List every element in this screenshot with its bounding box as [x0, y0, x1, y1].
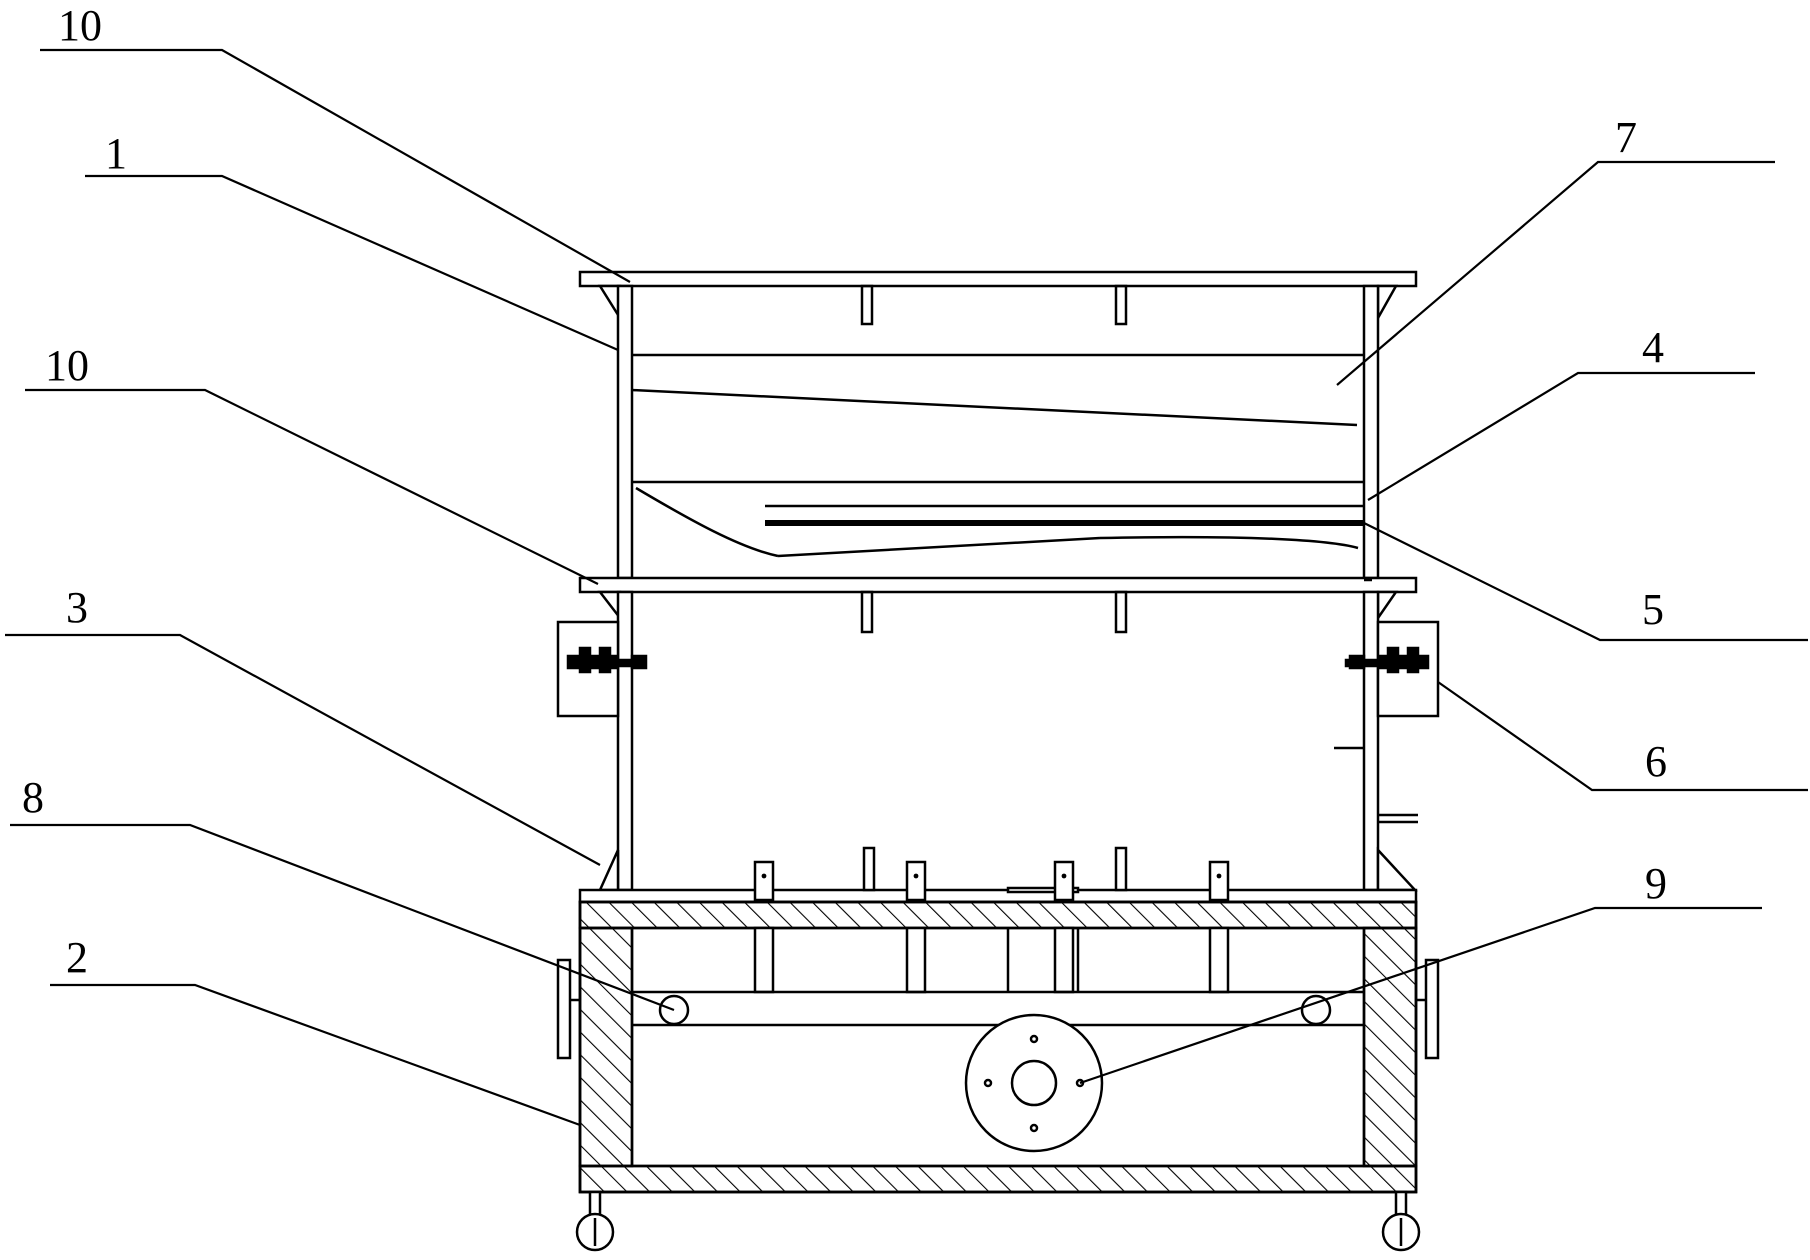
- middle-plate: [578, 576, 1418, 634]
- label-base-box: 2: [66, 933, 88, 982]
- side-clamp-left: [556, 620, 648, 718]
- label-upper-guide-rail: 4: [1642, 323, 1664, 372]
- drive-wheel: [964, 1013, 1104, 1153]
- label-upper-frame: 1: [105, 129, 127, 178]
- guide-rails: [765, 504, 1364, 526]
- caster-right: [1381, 1190, 1421, 1252]
- base-box: [578, 900, 1418, 1194]
- lower-frame: [598, 578, 1418, 892]
- side-handle-left: [556, 958, 580, 1060]
- label-side-clamp-box: 6: [1645, 737, 1667, 786]
- label-top-plate-left: 10: [58, 1, 102, 50]
- base-top-plate: [578, 846, 1418, 904]
- label-support-column: 3: [66, 583, 88, 632]
- caster-left: [575, 1190, 615, 1252]
- label-drive-wheel: 9: [1645, 859, 1667, 908]
- upper-frame: [616, 284, 1380, 580]
- label-middle-plate-left: 10: [45, 341, 89, 390]
- side-handle-right: [1416, 958, 1440, 1060]
- label-lower-guide-rail: 5: [1642, 585, 1664, 634]
- leader-lines: [5, 48, 1808, 1127]
- label-upper-guide-roller: 8: [22, 773, 44, 822]
- callout-labels: 10 1 10 3 8 2 7 4 5 6 9: [22, 1, 1667, 982]
- side-clamp-right: [1344, 620, 1440, 718]
- label-top-right-panel: 7: [1615, 113, 1637, 162]
- top-plate: [578, 270, 1418, 326]
